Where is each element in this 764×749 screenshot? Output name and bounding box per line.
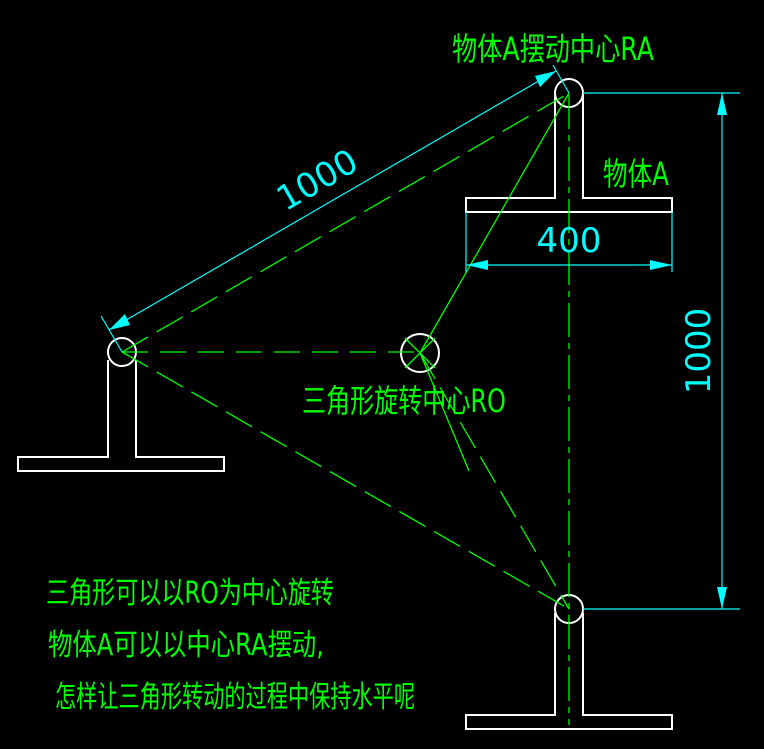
dim-height-arrow-bottom [717, 587, 727, 609]
dim-diagonal-arrow-top [535, 71, 556, 87]
triangle-edge-top [121, 92, 570, 353]
bottom-bracket [465, 613, 673, 730]
line-ro-bottom [419, 352, 570, 610]
construction-layer [121, 92, 570, 725]
dim-diagonal-ext-left [100, 315, 123, 353]
dim-diagonal-ext-top [552, 64, 570, 94]
line-ro-ra [419, 92, 570, 354]
dim-height-arrow-top [717, 93, 727, 115]
left-bracket [17, 360, 225, 472]
label-pivot-ro: 三角形旋转中心RO [302, 382, 506, 420]
label-pivot-ra: 物体A摆动中心RA [452, 30, 654, 68]
dim-width-value: 400 [537, 221, 602, 261]
note-line-3: 怎样让三角形转动的过程中保持水平呢 [55, 680, 415, 715]
pivot-ro-circle [400, 333, 440, 373]
dim-diagonal-arrow-left [109, 314, 130, 330]
triangle-edge-left-bottom [121, 351, 570, 610]
label-object-a: 物体A [603, 155, 669, 193]
note-line-2: 物体A可以以中心RA摆动, [48, 628, 324, 663]
note-line-1: 三角形可以以RO为中心旋转 [46, 576, 334, 611]
line-ro-bottom-solid [419, 352, 470, 472]
dimension-layer [100, 64, 740, 610]
cross-ro-2 [404, 337, 436, 369]
dim-height-value: 1000 [679, 308, 719, 395]
text-layer: 物体A摆动中心RA 物体A 三角形旋转中心RO 1000 400 1000 三角… [46, 30, 719, 715]
dim-width-arrow-left [466, 260, 488, 270]
dim-diagonal-value: 1000 [270, 142, 365, 220]
dim-diagonal-line [108, 70, 557, 331]
dim-width-arrow-right [650, 260, 672, 270]
